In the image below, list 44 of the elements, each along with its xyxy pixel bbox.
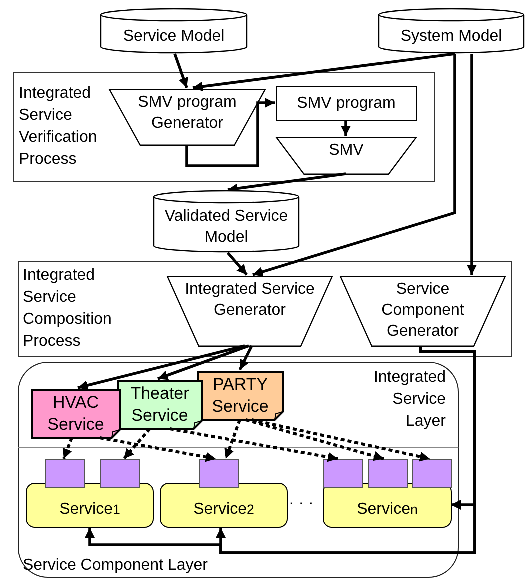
document-box: Theater Service (117, 380, 203, 430)
port-box (100, 459, 140, 488)
layer-panel (18, 362, 459, 448)
arrow (170, 428, 338, 462)
arrow (246, 418, 384, 462)
arrow (238, 345, 254, 371)
arrow (78, 344, 246, 390)
layer-panel (18, 448, 459, 578)
process-group (18, 261, 512, 357)
arrow (252, 54, 456, 277)
group-title: Integrated Service Composition Process (23, 266, 113, 352)
arrow (252, 418, 430, 462)
port-box (45, 459, 85, 488)
arrow (341, 120, 351, 136)
database-cylinder: Validated Service Model (153, 190, 300, 253)
arrow (100, 436, 216, 462)
arrow (224, 420, 242, 460)
arrow (467, 54, 477, 275)
port-box (199, 459, 239, 488)
arrow (174, 54, 188, 88)
arrow (85, 346, 476, 554)
arrow (186, 98, 275, 168)
arrow (192, 52, 456, 92)
arrow (158, 344, 250, 380)
ellipsis-text: · · · (289, 495, 314, 513)
port-box (323, 459, 363, 488)
process-box: SMV program (276, 86, 417, 121)
process-trapezoid: Integrated Service Generator (167, 276, 333, 347)
database-cylinder: Service Model (100, 8, 248, 54)
port-box (412, 459, 452, 488)
group-title: Service Component Layer (23, 556, 209, 576)
document-box: HVAC Service (31, 389, 121, 439)
process-trapezoid: Service Component Generator (340, 276, 506, 347)
group-title: Integrated Service Verification Process (19, 84, 98, 170)
process-trapezoid: SMV program Generator (109, 89, 266, 146)
database-cylinder: System Model (378, 8, 525, 54)
group-title: Integrated Service Layer (372, 368, 446, 432)
arrow (62, 437, 74, 460)
process-group (13, 72, 435, 182)
process-trapezoid: SMV (276, 137, 417, 175)
document-box: PARTY Service (197, 371, 284, 421)
port-box (368, 459, 408, 488)
arrow (226, 252, 248, 276)
arrow (122, 428, 152, 460)
